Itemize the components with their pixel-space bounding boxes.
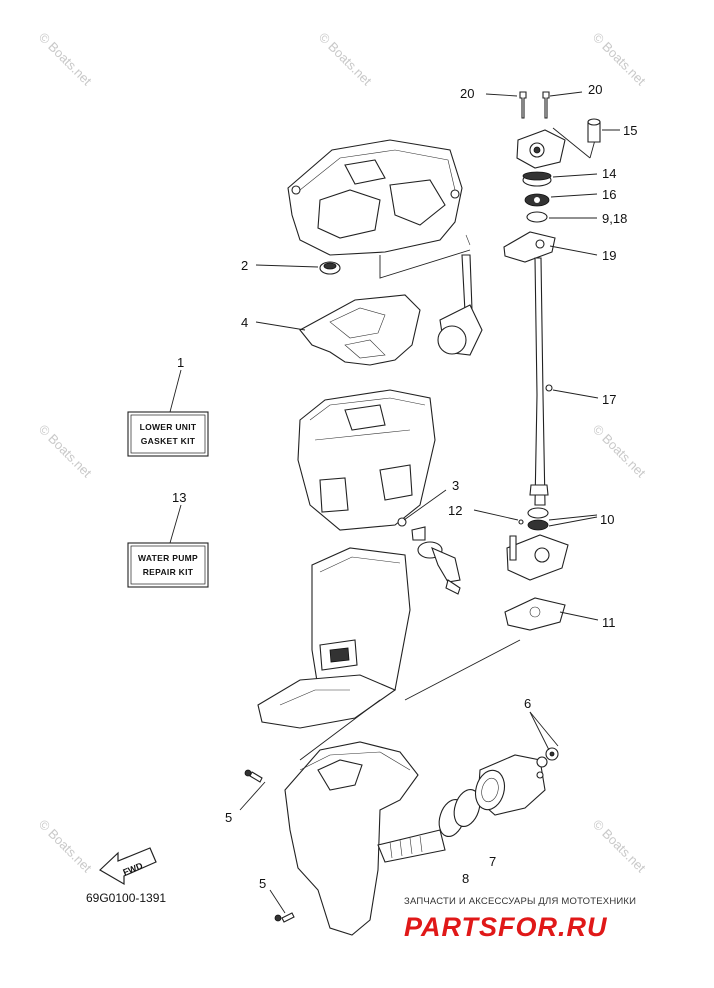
callout-9-18: 9,18	[602, 211, 627, 226]
watermark-top-mid: © Boats.net	[316, 30, 375, 89]
callout-19: 19	[602, 248, 616, 263]
drive-shaft-upper	[437, 234, 483, 356]
callout-3: 3	[452, 478, 459, 493]
callout-12: 12	[448, 503, 462, 518]
upper-casing-gasket	[255, 294, 421, 366]
watermark-bottom-right: © Boats.net	[590, 817, 649, 876]
store-branding: ЗАПЧАСТИ И АКСЕССУАРЫ ДЛЯ МОТОТЕХНИКИ PA…	[404, 896, 636, 942]
callout-2: 2	[241, 258, 248, 273]
callout-10: 10	[600, 512, 614, 527]
o-rings	[438, 789, 481, 837]
callout-14: 14	[602, 166, 616, 181]
watermark-bottom-left: © Boats.net	[36, 817, 95, 876]
upper-casing	[287, 139, 471, 279]
drive-shaft-housing	[257, 547, 521, 729]
watermark-top-right: © Boats.net	[590, 30, 649, 89]
bolts-5	[239, 769, 295, 923]
callout-20-left: 20	[460, 86, 474, 101]
exhaust-guide	[297, 389, 436, 531]
callout-20-right: 20	[588, 82, 602, 97]
callout-6: 6	[524, 696, 531, 711]
store-logo: PARTSFOR.RU	[404, 912, 608, 942]
callout-13: 13	[172, 490, 186, 505]
callout-17: 17	[602, 392, 616, 407]
callout-1: 1	[177, 355, 184, 370]
callout-5-upper: 5	[225, 810, 232, 825]
lower-unit-kit-line2: GASKET KIT	[141, 436, 196, 446]
lower-unit	[284, 699, 446, 936]
oil-seal	[255, 261, 341, 275]
forward-arrow-icon: FWD	[99, 847, 157, 886]
propeller-shaft-housing	[474, 711, 559, 816]
water-inlet-parts	[397, 489, 461, 595]
water-pump-kit-line1: WATER PUMP	[138, 553, 198, 563]
callout-5-lower: 5	[259, 876, 266, 891]
water-pump-stack	[473, 91, 620, 631]
lower-unit-kit-line1: LOWER UNIT	[140, 422, 197, 432]
watermark-mid-left: © Boats.net	[36, 422, 95, 481]
callout-16: 16	[602, 187, 616, 202]
watermark-top-left: © Boats.net	[36, 30, 95, 89]
callout-numbers: 1 2 3 4 5 5 6 7 8 9,18 10 11 12 13 14 15…	[172, 82, 637, 891]
callout-11: 11	[602, 615, 616, 630]
watermark-mid-right: © Boats.net	[590, 422, 649, 481]
store-tagline: ЗАПЧАСТИ И АКСЕССУАРЫ ДЛЯ МОТОТЕХНИКИ	[404, 896, 636, 907]
lower-unit-gasket-kit: LOWER UNIT GASKET KIT	[127, 369, 209, 457]
callout-8: 8	[462, 871, 469, 886]
water-pump-repair-kit: WATER PUMP REPAIR KIT	[127, 504, 209, 588]
callout-7: 7	[489, 854, 496, 869]
callout-15: 15	[623, 123, 637, 138]
callout-4: 4	[241, 315, 248, 330]
diagram-part-code: 69G0100-1391	[86, 891, 166, 905]
water-pump-kit-line2: REPAIR KIT	[143, 567, 194, 577]
